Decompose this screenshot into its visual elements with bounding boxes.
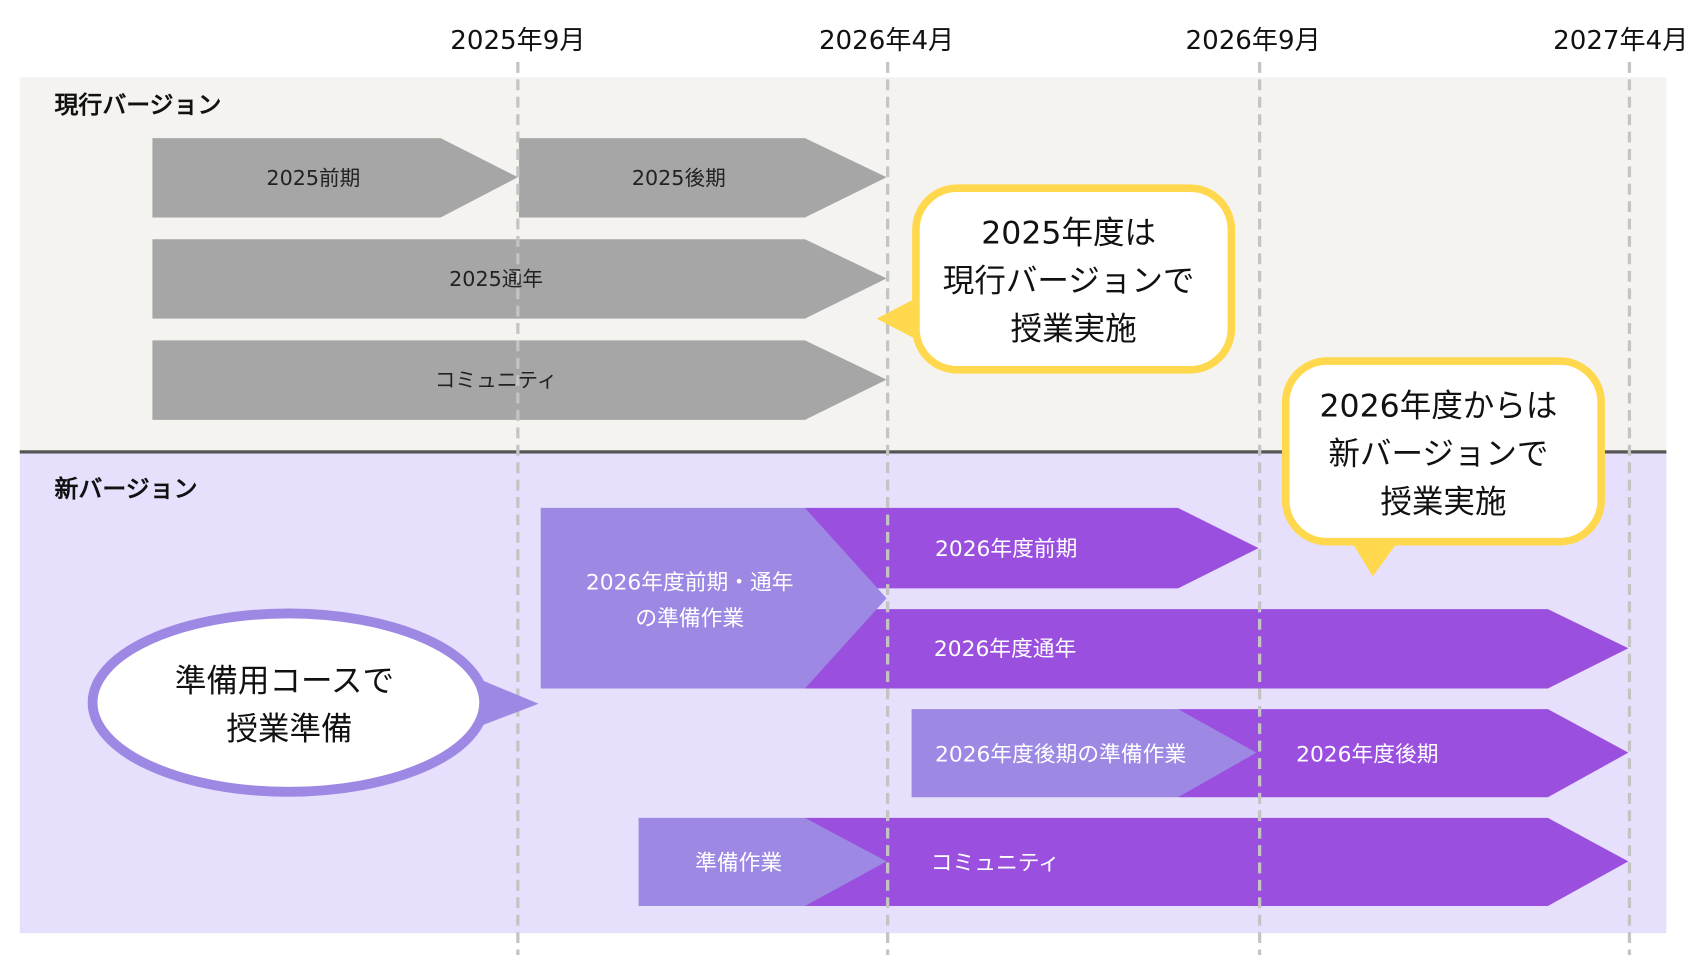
callout-text: 2026年度からは 新バージョンで 授業実施 — [1319, 389, 1567, 521]
callout-line: 現行バージョンで — [943, 263, 1195, 299]
bar-2026-full-year — [804, 609, 1629, 689]
callout-line: 授業実施 — [1380, 484, 1506, 520]
callout-text: 2025年度は 現行バージョンで 授業実施 — [943, 216, 1205, 348]
bar-label: コミュニティ — [931, 851, 1060, 876]
prep-2026-second-half — [911, 709, 1257, 798]
prep-label: 2026年度前期・通年の準備作業 — [586, 571, 794, 632]
callout-line: 準備用コースで — [175, 664, 394, 700]
date-label: 2026年4月 — [819, 26, 954, 56]
date-label: 2025年9月 — [450, 26, 585, 56]
prep-label-line: の準備作業 — [635, 606, 744, 631]
callout-line: 新バージョンで — [1328, 436, 1548, 472]
current-section-title: 現行バージョン — [55, 91, 222, 119]
callout-text: 準備用コースで 授業準備 — [175, 664, 404, 748]
bar-label: 2026年度前期 — [935, 537, 1077, 562]
prep-label: 2026年度後期の準備作業 — [935, 742, 1186, 767]
bar-community-current — [152, 340, 887, 420]
callout-line: 授業準備 — [226, 712, 352, 748]
date-gridlines — [516, 61, 1632, 955]
prep-label: 準備作業 — [695, 851, 782, 876]
callout-line: 2026年度からは — [1319, 389, 1557, 425]
callout-prep-course: 準備用コースで 授業準備 — [87, 608, 539, 797]
bar-community-new — [804, 817, 1629, 907]
bar-2025-first-half — [152, 138, 518, 218]
date-label: 2027年4月 — [1553, 26, 1688, 56]
bar-label: 2025後期 — [632, 166, 726, 190]
date-label: 2026年9月 — [1186, 26, 1321, 56]
bar-2026-second-half — [1178, 709, 1629, 798]
prep-community — [638, 817, 887, 907]
callout-current-version: 2025年度は 現行バージョンで 授業実施 — [876, 184, 1236, 374]
prep-2026-first-and-full — [540, 507, 887, 689]
bar-label: コミュニティ — [435, 368, 558, 392]
bar-2025-second-half — [518, 138, 887, 218]
bar-label: 2025前期 — [266, 166, 360, 190]
callout-new-version: 2026年度からは 新バージョンで 授業実施 — [1281, 357, 1605, 577]
prep-label-line: 2026年度前期・通年 — [586, 571, 794, 596]
bar-2025-full-year — [152, 239, 887, 319]
section-divider — [19, 450, 1667, 454]
callout-line: 2025年度は — [981, 216, 1156, 252]
bar-label: 2026年度後期 — [1296, 742, 1438, 767]
bar-2026-first-half — [804, 507, 1259, 589]
new-section-title: 新バージョン — [55, 475, 198, 503]
bar-label: 2026年度通年 — [934, 637, 1076, 662]
bar-label: 2025通年 — [449, 267, 543, 291]
callout-line: 授業実施 — [1011, 311, 1137, 347]
